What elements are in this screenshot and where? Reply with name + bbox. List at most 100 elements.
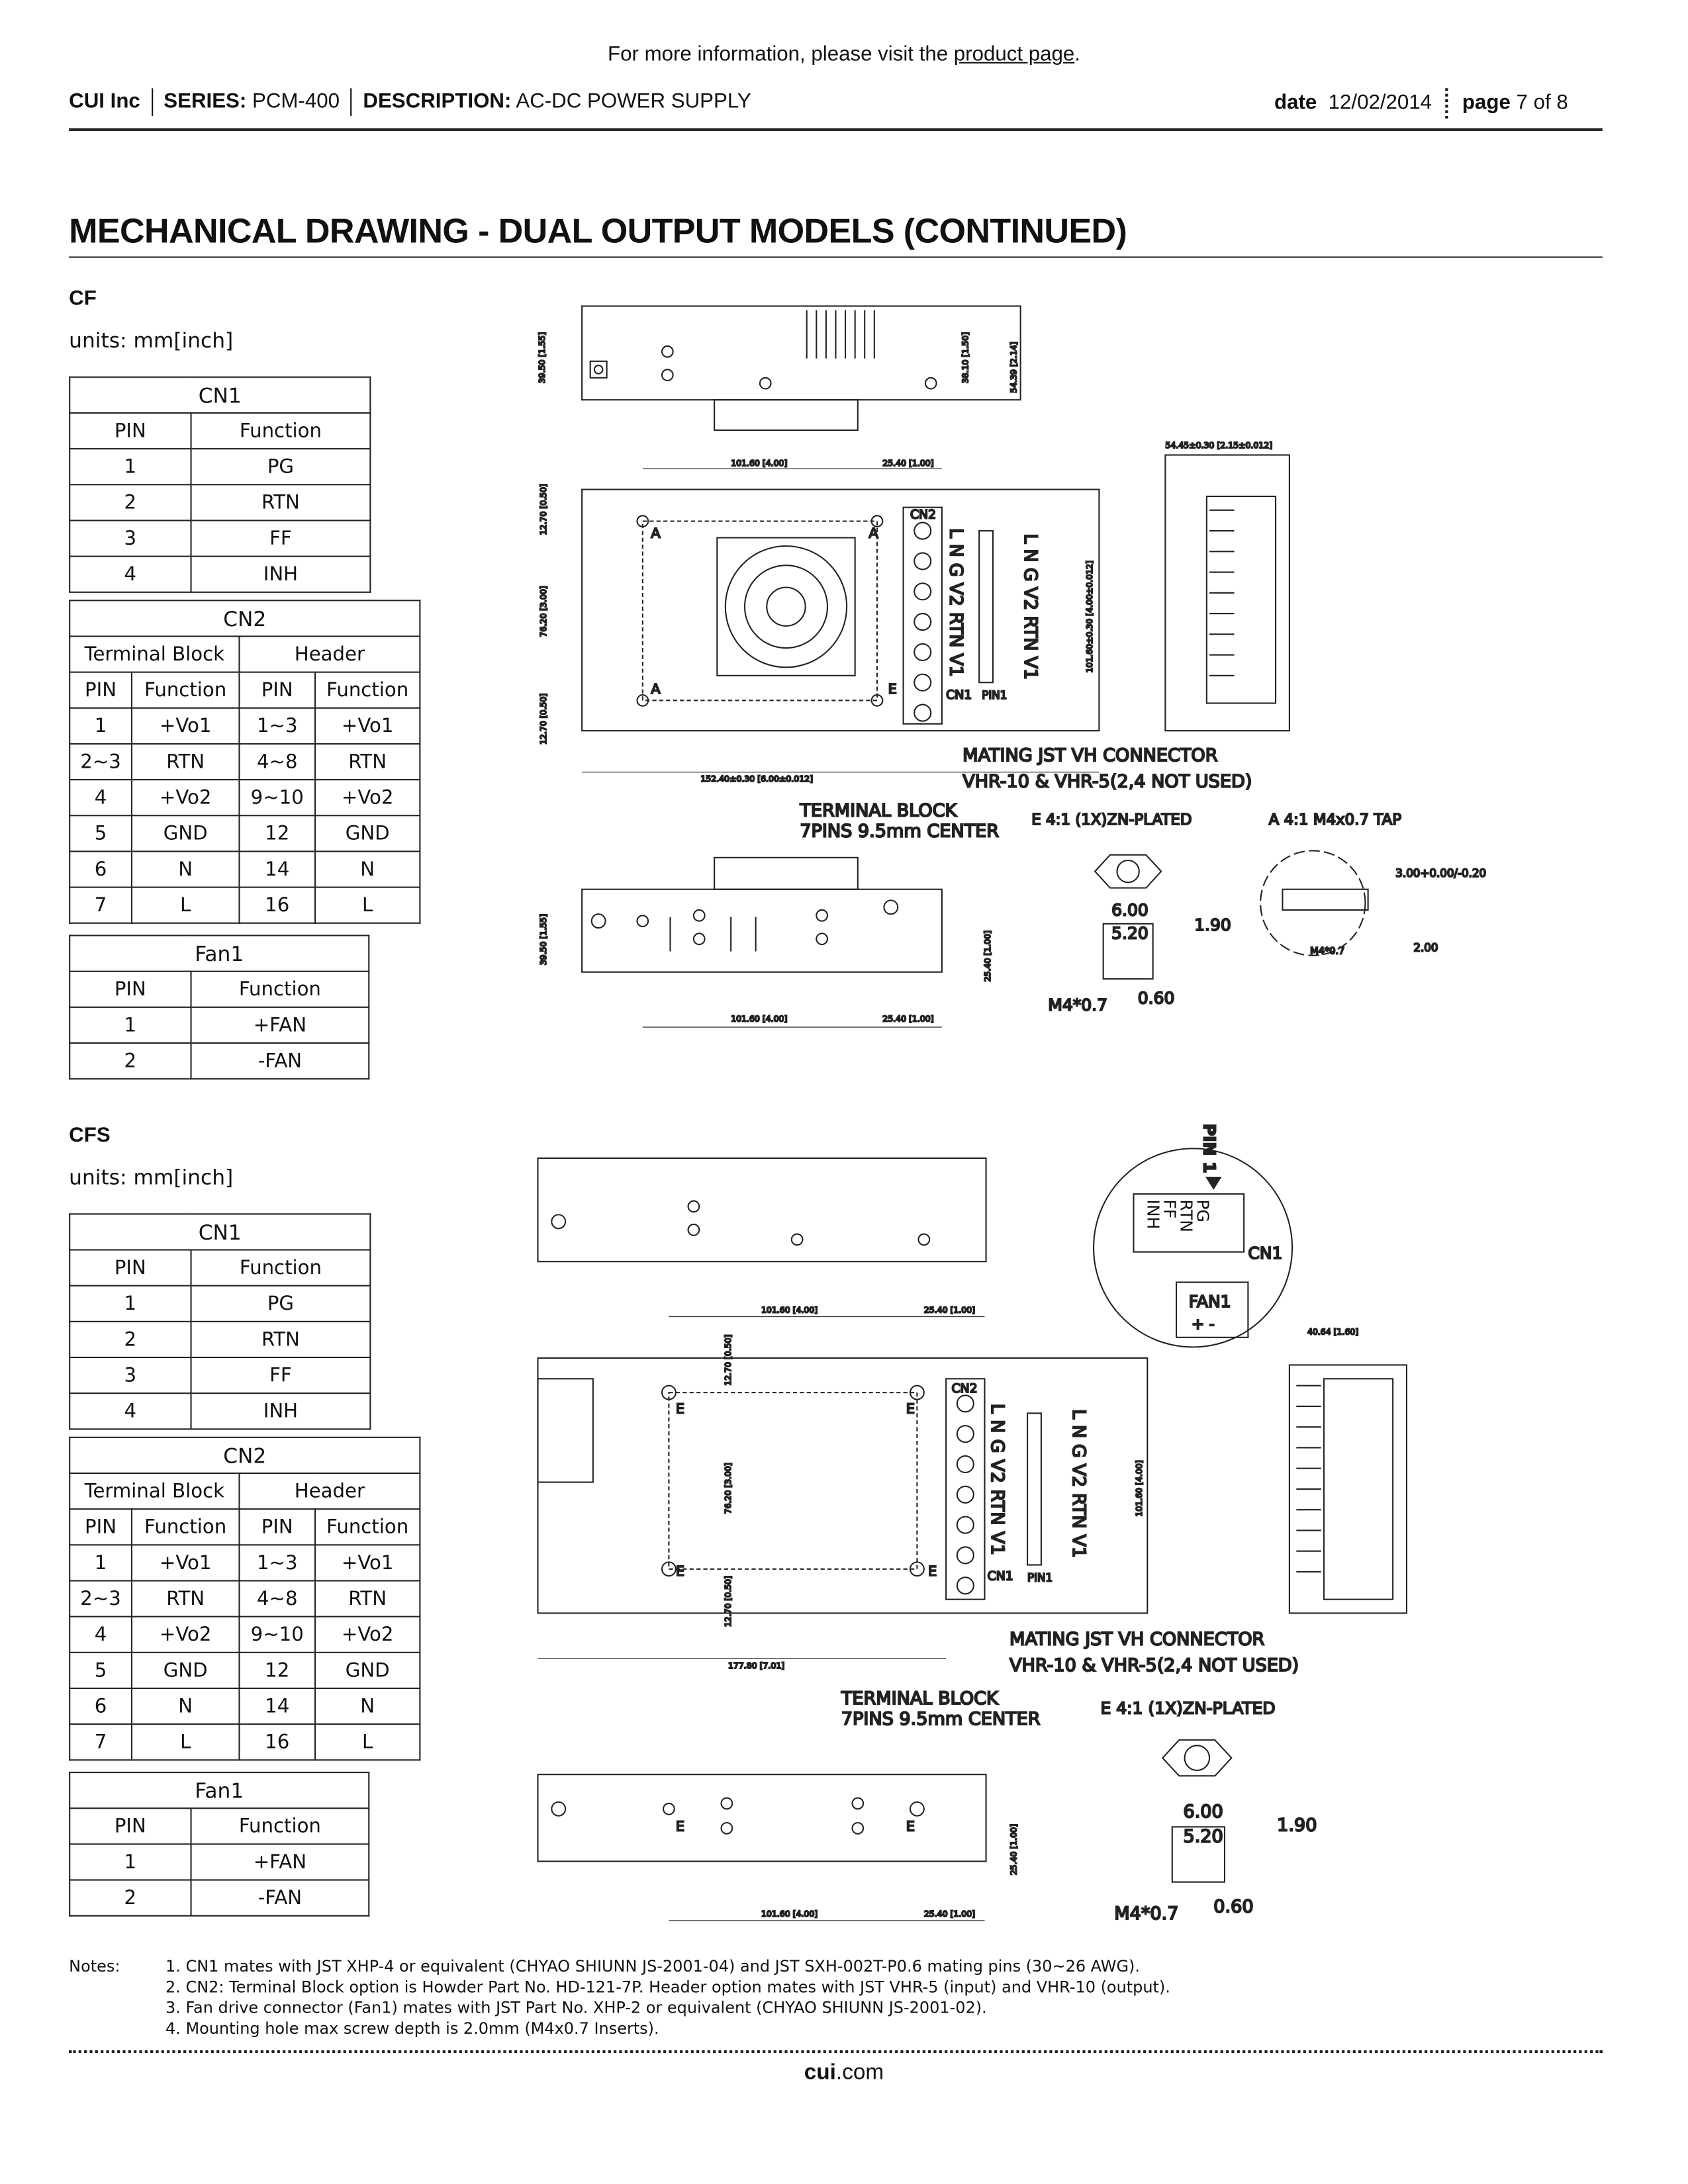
table-cell: FF: [190, 1356, 371, 1394]
dim-offset: 25.40 [1.00]: [882, 458, 933, 468]
table-cell: GND: [130, 1651, 240, 1690]
title-rule: [69, 256, 1603, 258]
table-cell: Fan1: [69, 934, 370, 972]
table-cell: FF: [190, 520, 371, 557]
tap-tolerance: 3.00+0.00/-0.20: [1395, 867, 1486, 880]
dim-length: 177.80 [7.01]: [728, 1661, 784, 1670]
table-cell: Function: [190, 1249, 371, 1287]
table-cell: N: [130, 850, 240, 888]
cfs-front-view: L N G V2 RTN V1 L N G V2 RTN V1 CN2 CN1 …: [537, 1304, 1149, 1671]
dim-width-side: 54.45±0.30 [2.15±0.012]: [1165, 440, 1272, 450]
dim-margin: 12.70 [0.50]: [723, 1576, 733, 1627]
table-cell: +Vo2: [130, 1615, 240, 1653]
terminal-screws: [914, 522, 932, 722]
table-cell: L: [130, 1723, 240, 1761]
dim-margin: 12.70 [0.50]: [538, 484, 548, 535]
header-rule: [69, 128, 1603, 131]
cf-bottom-view: 39.50 [1.55] 25.40 [1.00] 101.60 [4.00] …: [538, 856, 993, 1028]
detail-e-title: E 4:1 (1X)ZN-PLATED: [1031, 811, 1192, 829]
note-item: 1. CN1 mates with JST XHP-4 or equivalen…: [165, 1956, 1140, 1976]
note-item: 3. Fan drive connector (Fan1) mates with…: [165, 1997, 987, 2017]
table-title-row: CN1: [69, 1213, 371, 1251]
units-cfs: units: mm[inch]: [69, 1165, 234, 1190]
table-row: 1+FAN: [69, 1843, 370, 1881]
notes-label: Notes:: [69, 1956, 120, 1976]
mating-note-2: VHR-10 & VHR-5(2,4 NOT USED): [962, 772, 1252, 792]
section-label-cf: CF: [69, 287, 97, 310]
cf-nut-detail: 6.00 5.20 1.90 M4*0.7 0.60: [1047, 854, 1232, 1015]
table-cell: CN2: [69, 1436, 421, 1475]
tb-pin-labels: L N G V2 RTN V1: [945, 528, 966, 677]
table-cell: Terminal Block: [69, 635, 240, 673]
table-cell: Function: [130, 1508, 240, 1546]
pin1-label: PIN1: [982, 689, 1007, 702]
product-page-link[interactable]: product page: [953, 42, 1075, 66]
table-cell: +Vo1: [314, 707, 421, 745]
dim-width: 101.60 [4.00]: [731, 458, 787, 468]
nut-dim-520: 5.20: [1111, 924, 1149, 943]
table-cell: L: [314, 1723, 421, 1761]
tap-depth: 2.00: [1413, 941, 1438, 954]
date-value: 12/02/2014: [1328, 91, 1432, 114]
detail-a-title: A 4:1 M4x0.7 TAP: [1269, 811, 1402, 829]
table-title-row: CN2: [69, 600, 421, 637]
cn2-label: CN2: [910, 508, 936, 522]
table-cell: 12: [238, 815, 316, 852]
table-cell: INH: [190, 555, 371, 593]
table-cell: N: [130, 1687, 240, 1725]
footer-site[interactable]: cui.com: [0, 2062, 1688, 2086]
dim-hole-spacing: 76.20 [3.00]: [723, 1463, 733, 1514]
table-cell: Header: [238, 635, 421, 673]
dim-length: 152.40±0.30 [6.00±0.012]: [700, 774, 813, 784]
cn1-label: CN1: [1248, 1244, 1282, 1263]
dim-height-3: 54.39 [2.14]: [1008, 341, 1018, 392]
table-cell: 4: [69, 1615, 132, 1653]
nut-thread: M4*0.7: [1114, 1903, 1178, 1924]
dim-offset: 25.40 [1.00]: [882, 1014, 933, 1024]
pin1-label: PIN1: [1027, 1572, 1053, 1584]
table-cell: 4~8: [238, 1580, 316, 1617]
tb-note-1: TERMINAL BLOCK: [841, 1688, 999, 1709]
table-cell: Function: [314, 1508, 421, 1546]
table-cell: +FAN: [190, 1006, 370, 1044]
table-row: 2-FAN: [69, 1042, 370, 1080]
table-cell: 2: [69, 1879, 192, 1917]
cf-front-view: L N G V2 RTN V1 L N G V2 RTN V1 CN2 CN1 …: [538, 457, 1100, 784]
page-title: MECHANICAL DRAWING - DUAL OUTPUT MODELS …: [69, 212, 1127, 251]
cfs-top-view: [537, 1157, 987, 1263]
table-cell: L: [314, 886, 421, 924]
nut-dim-520: 5.20: [1183, 1826, 1223, 1846]
table-row: 2-FAN: [69, 1879, 370, 1917]
mark-e: E: [888, 681, 897, 697]
table-cell: 5: [69, 1651, 132, 1690]
table-cell: L: [130, 886, 240, 924]
cfs-bottom-view: E E 25.40 [1.00] 101.60 [4.00] 25.40 [1.…: [537, 1774, 1019, 1921]
tb-note-1: TERMINAL BLOCK: [799, 800, 957, 821]
company: CUI Inc: [69, 89, 140, 113]
page-label: page: [1462, 91, 1511, 114]
table-cell: CN2: [69, 600, 421, 637]
dim-hole-spacing: 76.20 [3.00]: [538, 586, 548, 637]
nut-dim-600: 6.00: [1111, 900, 1149, 919]
dim-height: 39.50 [1.55]: [538, 914, 548, 965]
table-cell: GND: [314, 1651, 421, 1690]
table-cell: 1~3: [238, 1544, 316, 1582]
tb-pin-labels: L N G V2 RTN V1: [987, 1404, 1008, 1555]
table-cell: 4: [69, 1392, 192, 1430]
dim-depth: 101.60±0.30 [4.00±0.012]: [1084, 561, 1094, 673]
